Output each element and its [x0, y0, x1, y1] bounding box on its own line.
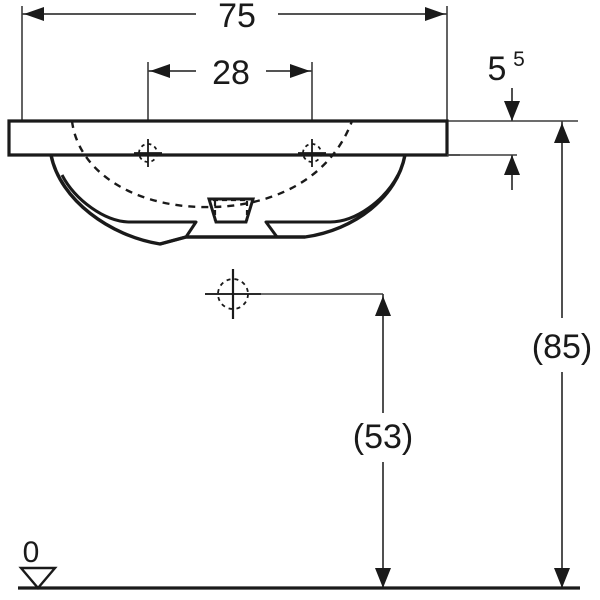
dimension-rim-thickness: 5 5: [488, 48, 525, 190]
arrowhead-icon-75-right: [425, 7, 445, 21]
datum-triangle-icon: [18, 566, 58, 590]
label-backdrop-28: [196, 50, 266, 92]
dimension-label-85: (85): [532, 328, 592, 366]
dimension-label-55-superscript: 5: [513, 48, 525, 71]
arrowhead-icon-55-up: [504, 155, 520, 175]
floor-datum-group: 0: [18, 536, 580, 590]
basin-hidden-bowl-curve: [70, 120, 354, 209]
basin-shelf-right: [264, 174, 400, 239]
dimension-outlet-height: (53): [353, 294, 413, 588]
tap-hole-right: [298, 139, 326, 167]
arrowhead-icon-53-up: [375, 296, 391, 316]
arrowhead-icon-85-down: [554, 568, 570, 588]
dimension-overall-width: 75: [22, 0, 447, 36]
dimension-label-55: 5: [488, 50, 507, 88]
arrowhead-icon-55-down: [504, 101, 520, 121]
dimension-overall-height: (85): [532, 121, 592, 588]
arrowhead-icon-75-left: [24, 7, 44, 21]
arrowhead-icon-85-up: [554, 123, 570, 143]
dimension-label-53: (53): [353, 418, 413, 456]
dimension-tap-hole-spacing: 28: [148, 50, 312, 92]
arrowhead-icon-53-down: [375, 568, 391, 588]
tap-hole-left: [134, 139, 162, 167]
basin-rim-slab: [7, 119, 449, 157]
dimension-label-75: 75: [218, 0, 256, 35]
arrowhead-icon-28-left: [150, 64, 170, 78]
arrowhead-icon-28-right: [290, 64, 310, 78]
dimension-label-28: 28: [212, 54, 250, 92]
outlet-center-marker: [205, 269, 261, 319]
basin-hidden-outlet-bore: [213, 198, 249, 221]
datum-label: 0: [23, 536, 40, 569]
basin-shelf-left: [60, 174, 198, 246]
basin-body: [7, 119, 460, 246]
label-backdrop-75: [196, 0, 278, 36]
